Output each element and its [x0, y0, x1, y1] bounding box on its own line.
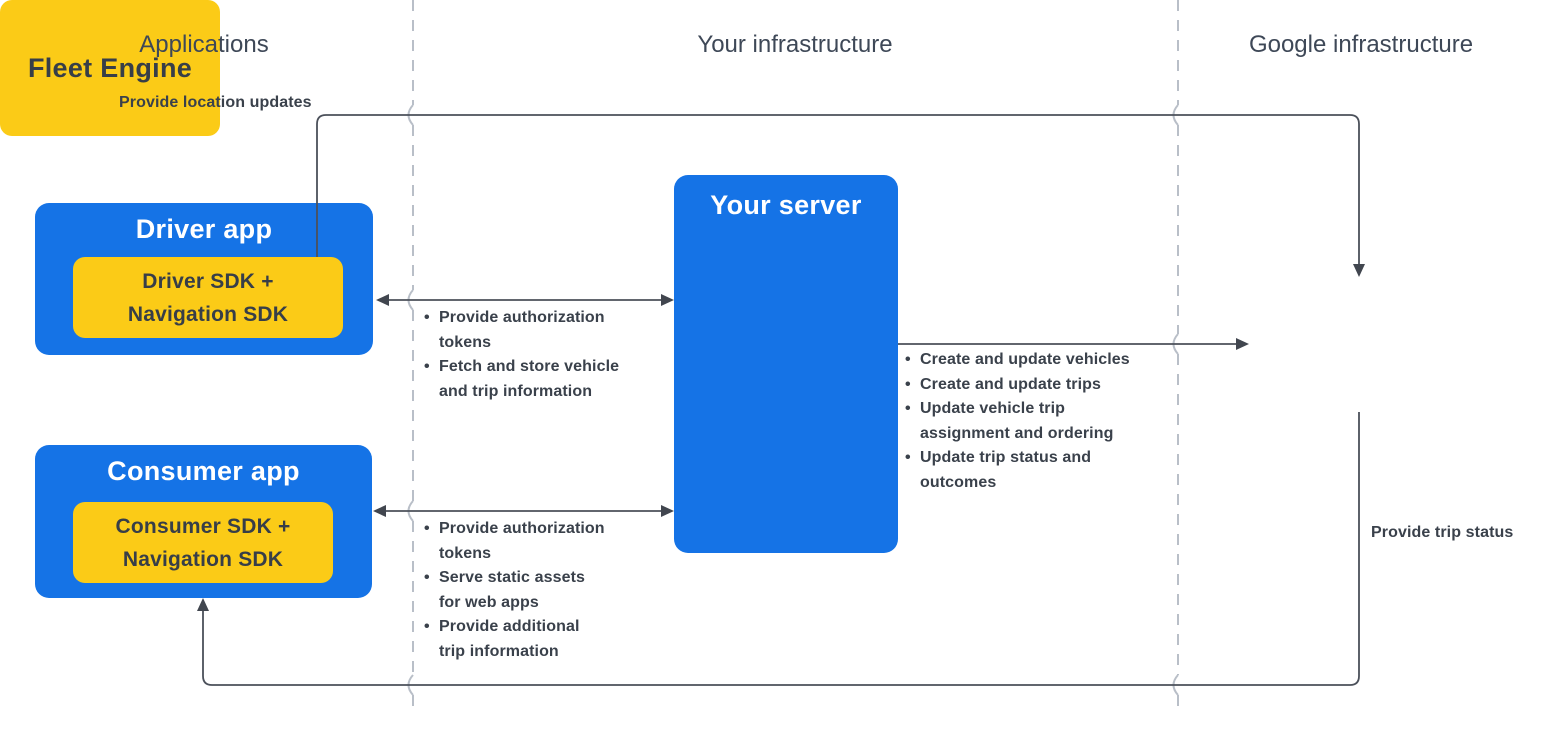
- list-item: • Provide authorization tokens: [424, 306, 619, 355]
- bullet-icon: •: [424, 618, 430, 635]
- label-provide-location-updates: Provide location updates: [119, 94, 312, 111]
- column-divider-left: [407, 0, 414, 714]
- bullet-icon: •: [905, 449, 911, 466]
- list-item-text: Create and update trips: [920, 375, 1102, 393]
- label-provide-trip-status: Provide trip status: [1371, 524, 1514, 541]
- your-server-title: Your server: [710, 190, 862, 220]
- bullet-icon: •: [424, 569, 430, 586]
- list-item: • Create and update trips: [905, 373, 1130, 398]
- server-fleet-bullet-list: • Create and update vehicles • Create an…: [905, 348, 1130, 495]
- consumer-server-bullet-list: • Provide authorization tokens • Serve s…: [424, 517, 605, 664]
- list-item: • Provide authorization tokens: [424, 517, 605, 566]
- column-heading-google-infrastructure: Google infrastructure: [1248, 31, 1474, 58]
- list-item-text: Update trip status and outcomes: [920, 449, 1092, 491]
- fleet-engine-box: Fleet Engine: [0, 0, 220, 136]
- list-item: • Create and update vehicles: [905, 348, 1130, 373]
- list-item-text: Serve static assets for web apps: [439, 569, 586, 611]
- bullet-icon: •: [905, 351, 911, 368]
- bullet-icon: •: [424, 358, 430, 375]
- your-server-box: Your server: [674, 175, 898, 553]
- list-item-text: Fetch and store vehicle and trip informa…: [439, 358, 620, 400]
- consumer-sdk-box: Consumer SDK + Navigation SDK: [73, 502, 333, 583]
- list-item-text: Create and update vehicles: [920, 351, 1130, 368]
- driver-app-title: Driver app: [135, 214, 273, 244]
- list-item-text: Provide additional trip information: [439, 618, 580, 660]
- column-divider-right: [1172, 0, 1179, 714]
- list-item: • Update trip status and outcomes: [905, 446, 1130, 495]
- bullet-icon: •: [424, 309, 430, 326]
- list-item-text: Provide authorization tokens: [439, 309, 605, 351]
- bullet-icon: •: [905, 375, 911, 393]
- column-heading-applications: Applications: [139, 31, 269, 58]
- driver-sdk-box: Driver SDK + Navigation SDK: [73, 257, 343, 338]
- driver-server-bullet-list: • Provide authorization tokens • Fetch a…: [424, 306, 619, 404]
- edge-driver-server: [376, 294, 674, 306]
- list-item: • Fetch and store vehicle and trip infor…: [424, 355, 619, 404]
- bullet-icon: •: [424, 520, 430, 537]
- list-item-text: Provide authorization tokens: [439, 520, 605, 562]
- list-item-text: Update vehicle trip assignment and order…: [920, 400, 1114, 442]
- list-item: • Update vehicle trip assignment and ord…: [905, 397, 1130, 446]
- list-item: • Serve static assets for web apps: [424, 566, 605, 615]
- column-heading-your-infrastructure: Your infrastructure: [697, 31, 893, 58]
- bullet-icon: •: [905, 400, 911, 417]
- list-item: • Provide additional trip information: [424, 615, 605, 664]
- edge-consumer-server: [373, 505, 674, 517]
- consumer-app-title: Consumer app: [107, 456, 300, 486]
